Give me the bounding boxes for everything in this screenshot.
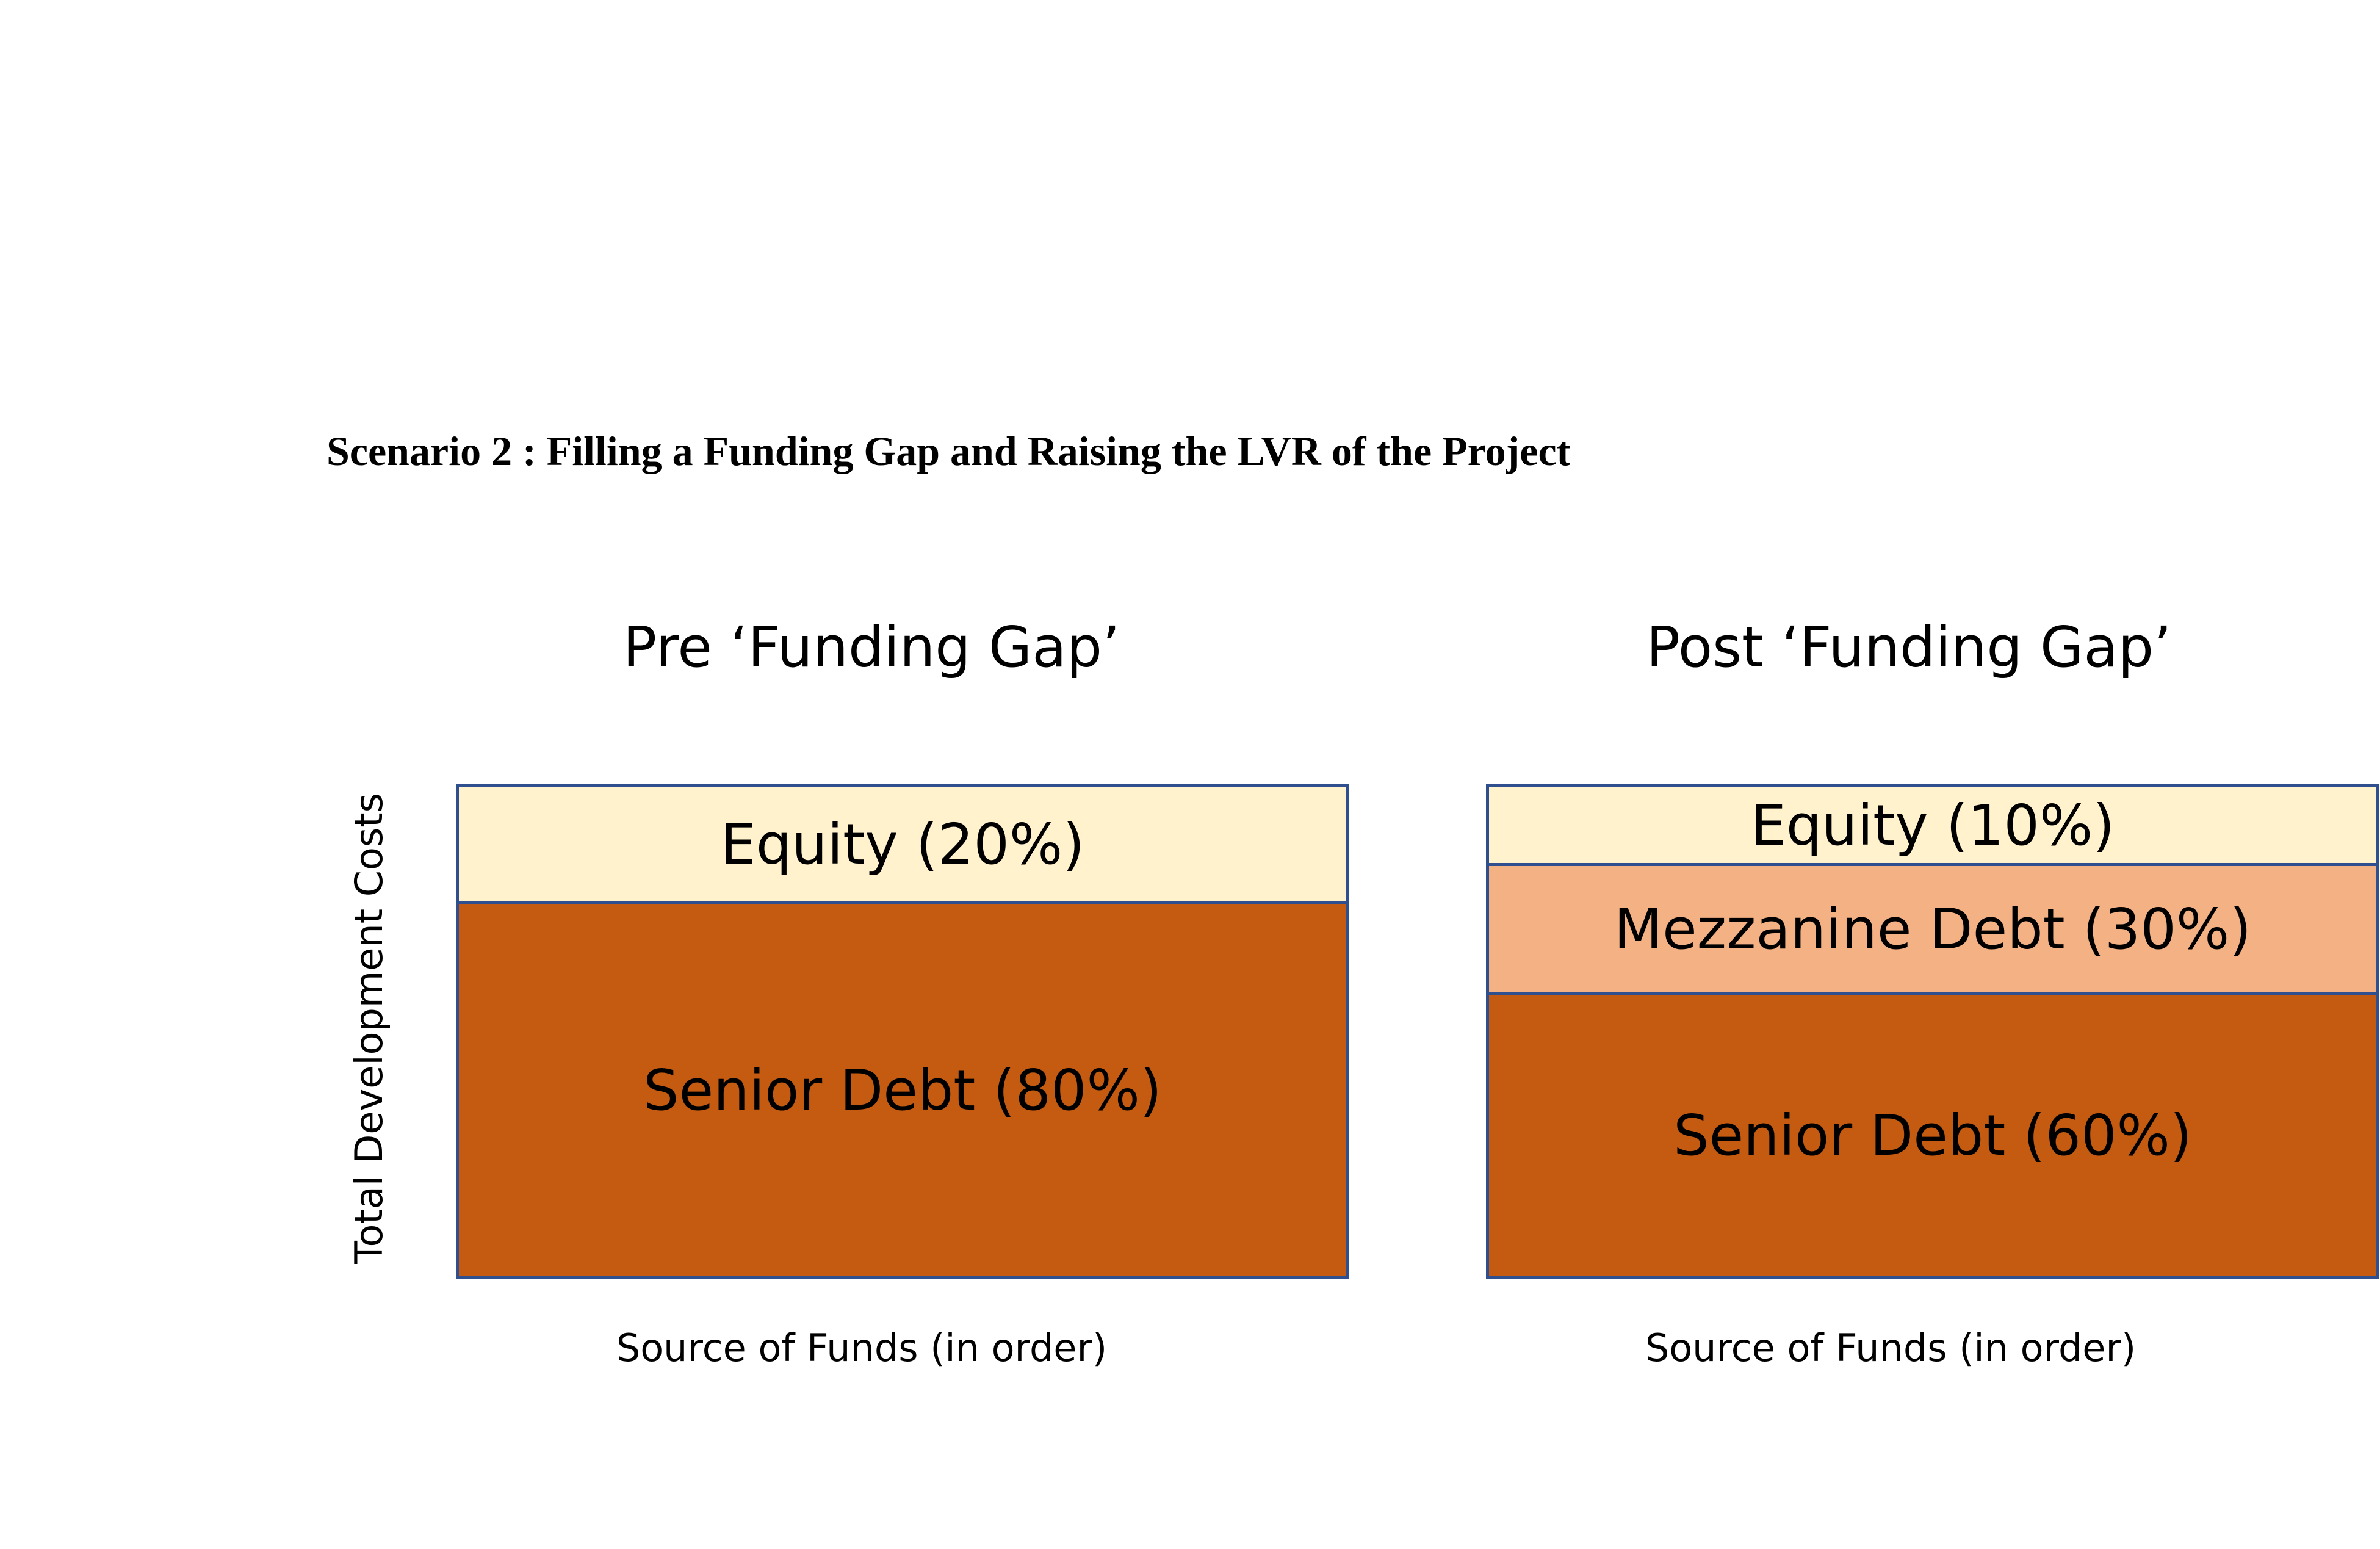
x-axis-label-post: Source of Funds (in order) (1645, 1326, 2137, 1370)
segment-equity: Equity (20%) (459, 787, 1346, 901)
stacked-bar-pre: Equity (20%) Senior Debt (80%) (456, 784, 1349, 1279)
segment-mezzanine-debt: Mezzanine Debt (30%) (1489, 863, 2376, 992)
page-heading: Scenario 2 : Filling a Funding Gap and R… (326, 428, 1571, 474)
panel-title-pre: Pre ‘Funding Gap’ (622, 615, 1120, 680)
stacked-bar-post: Equity (10%) Mezzanine Debt (30%) Senior… (1486, 784, 2379, 1279)
segment-equity: Equity (10%) (1489, 787, 2376, 863)
y-axis-label: Total Development Costs (347, 793, 391, 1264)
segment-senior-debt: Senior Debt (80%) (459, 901, 1346, 1276)
segment-senior-debt: Senior Debt (60%) (1489, 992, 2376, 1276)
panel-title-post: Post ‘Funding Gap’ (1646, 615, 2172, 680)
x-axis-label-pre: Source of Funds (in order) (616, 1326, 1108, 1370)
